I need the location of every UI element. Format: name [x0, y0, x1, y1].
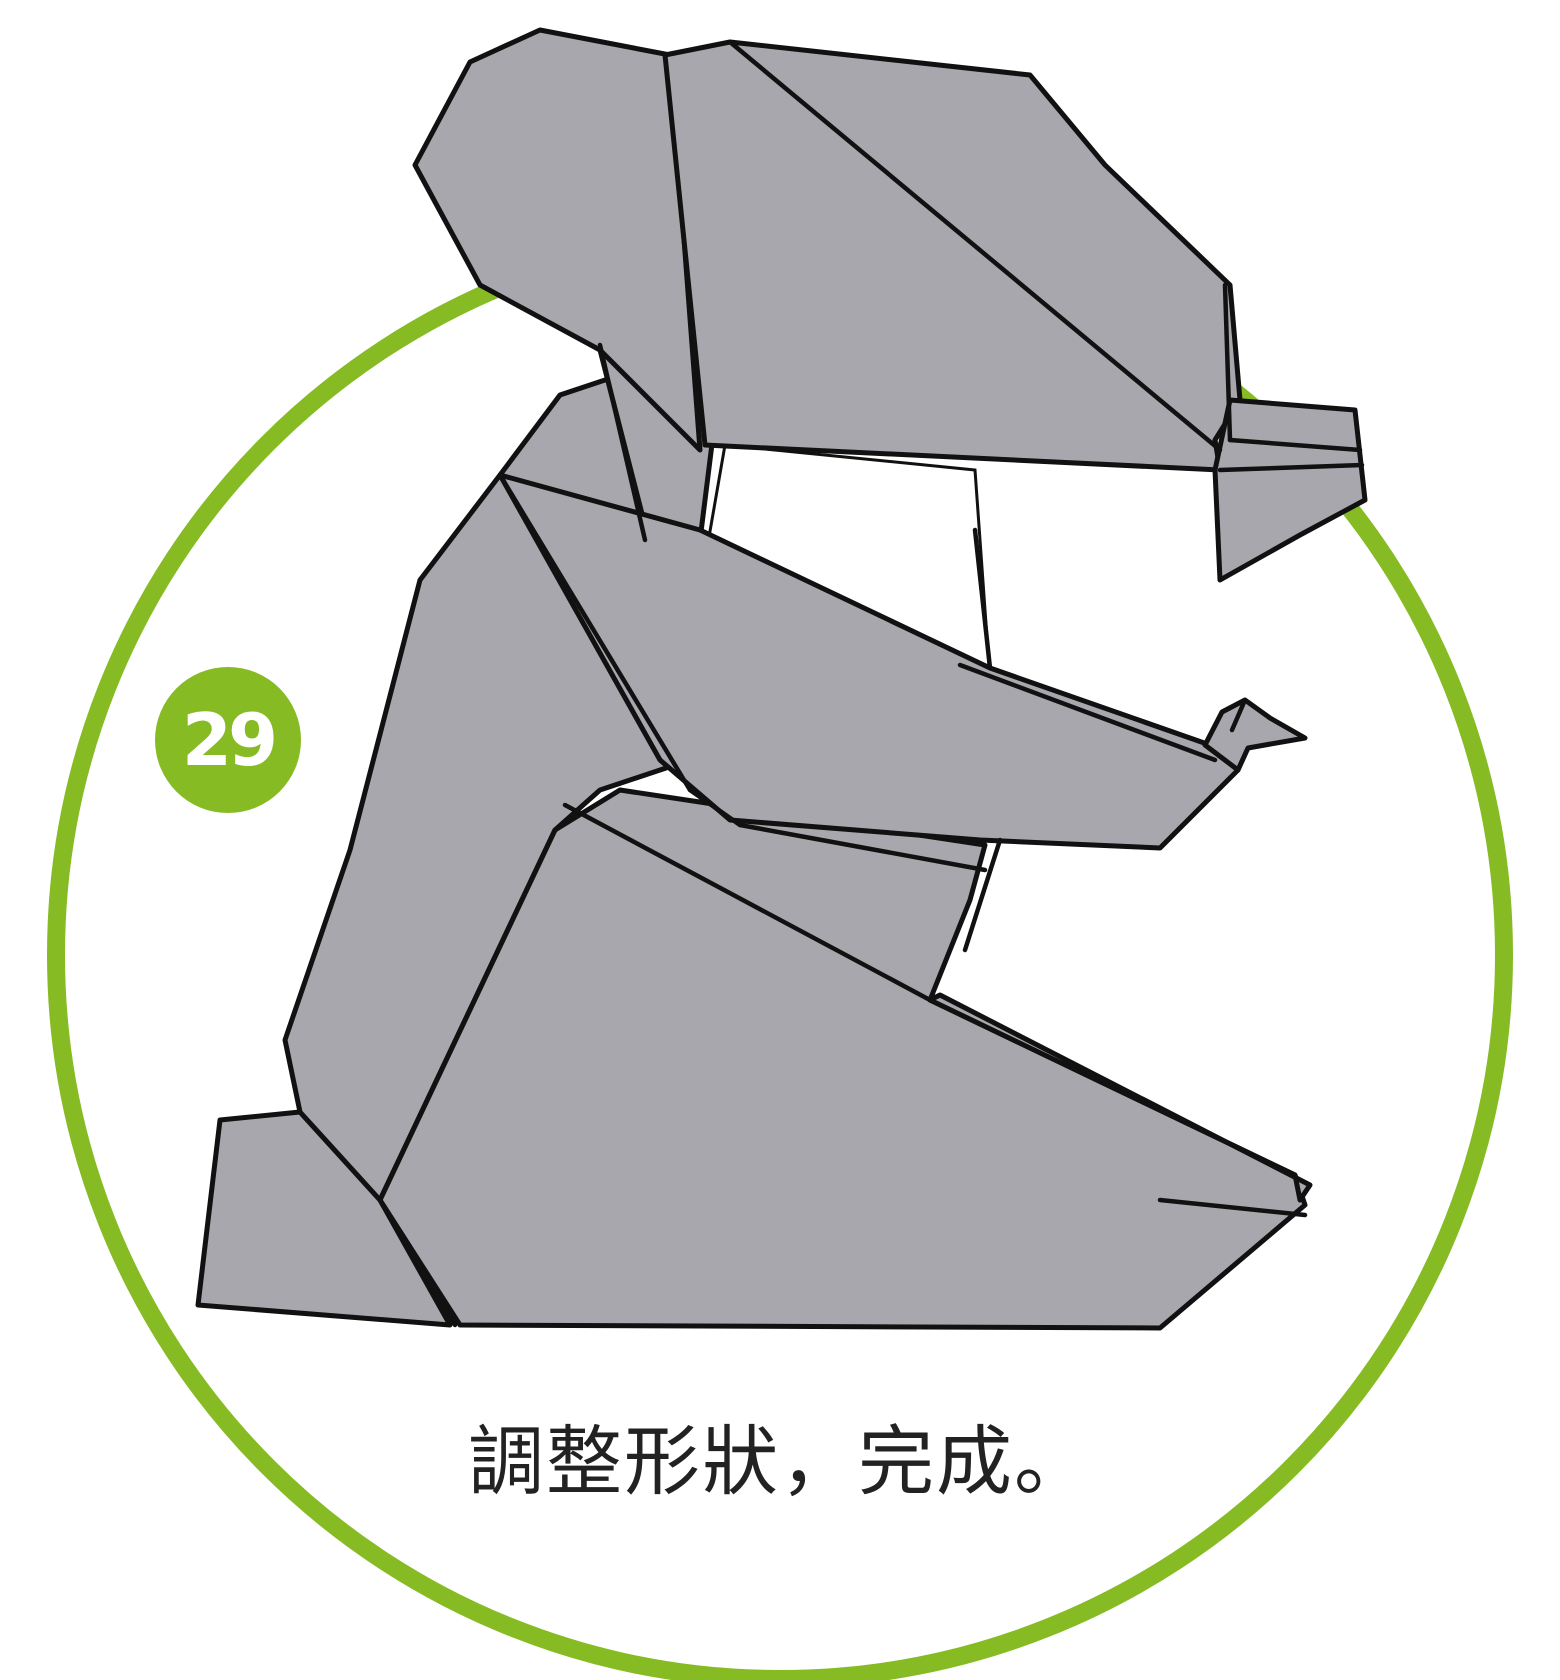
leg-flap [927, 992, 1313, 1203]
origami-koala-figure [195, 27, 1368, 1331]
step-caption: 調整形狀，完成。 [468, 1417, 1092, 1506]
head [662, 39, 1243, 473]
crease-lines [377, 39, 1365, 1328]
hand-tip [1202, 697, 1308, 773]
back-ear [412, 27, 703, 453]
snout [1212, 397, 1368, 583]
step-number-badge: 29 [155, 667, 301, 813]
